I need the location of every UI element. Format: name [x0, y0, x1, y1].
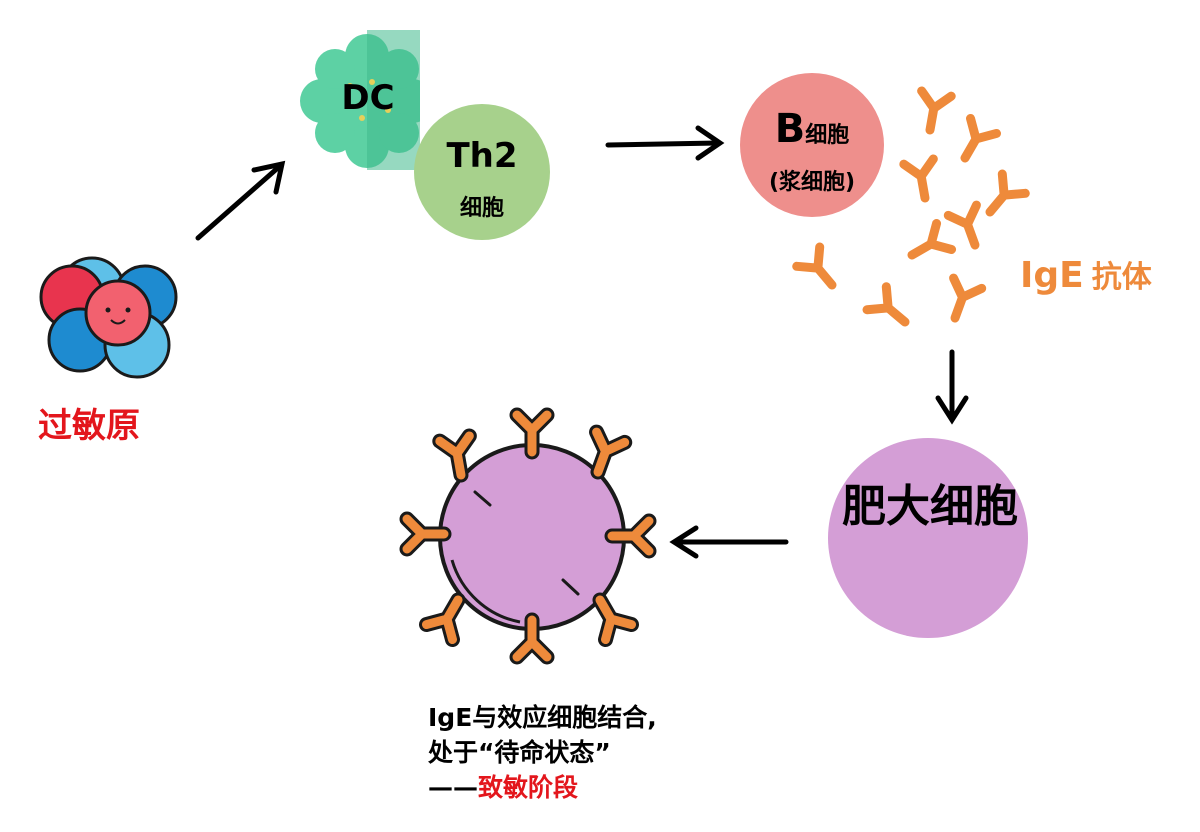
b-cell-icon	[740, 73, 884, 217]
b-cell-letter: B	[774, 106, 806, 152]
th2-cell-icon	[414, 104, 550, 240]
mast-cell-icon	[828, 438, 1028, 638]
arrow-ige-to-mast	[935, 349, 969, 425]
ige-label: IgE	[1020, 255, 1084, 296]
antibody-word: 抗体	[1091, 260, 1152, 295]
arrow-allergen-to-dc	[195, 160, 286, 241]
b-cell-suffix: 细胞	[805, 123, 850, 148]
mast-cell-label: 肥大细胞	[840, 478, 1020, 536]
allergen-icon	[39, 256, 178, 379]
mast-cell-line1: 肥大	[842, 481, 930, 532]
arrow-mast-to-sensitized	[669, 525, 789, 559]
th2-sub-label: 细胞	[459, 196, 504, 221]
caption-line2: 处于“待命状态”	[428, 738, 611, 767]
caption-line1: IgE与效应细胞结合,	[428, 703, 657, 732]
dc-label: DC	[341, 78, 395, 118]
th2-label: Th2	[446, 136, 518, 176]
mast-cell-line2: 细胞	[930, 481, 1018, 532]
arrow-th2-to-b	[605, 125, 725, 161]
caption: IgE与效应细胞结合, 处于“待命状态” ——致敏阶段	[428, 700, 657, 805]
b-cell-label: B细胞	[742, 106, 882, 152]
plasma-cell-label: (浆细胞)	[768, 170, 856, 195]
caption-line3: ——致敏阶段	[428, 770, 657, 805]
allergen-label: 过敏原	[38, 406, 140, 446]
sensitization-stage-label: 致敏阶段	[478, 773, 579, 802]
caption-dash: ——	[428, 773, 478, 802]
sensitized-cell-icon	[407, 415, 649, 657]
